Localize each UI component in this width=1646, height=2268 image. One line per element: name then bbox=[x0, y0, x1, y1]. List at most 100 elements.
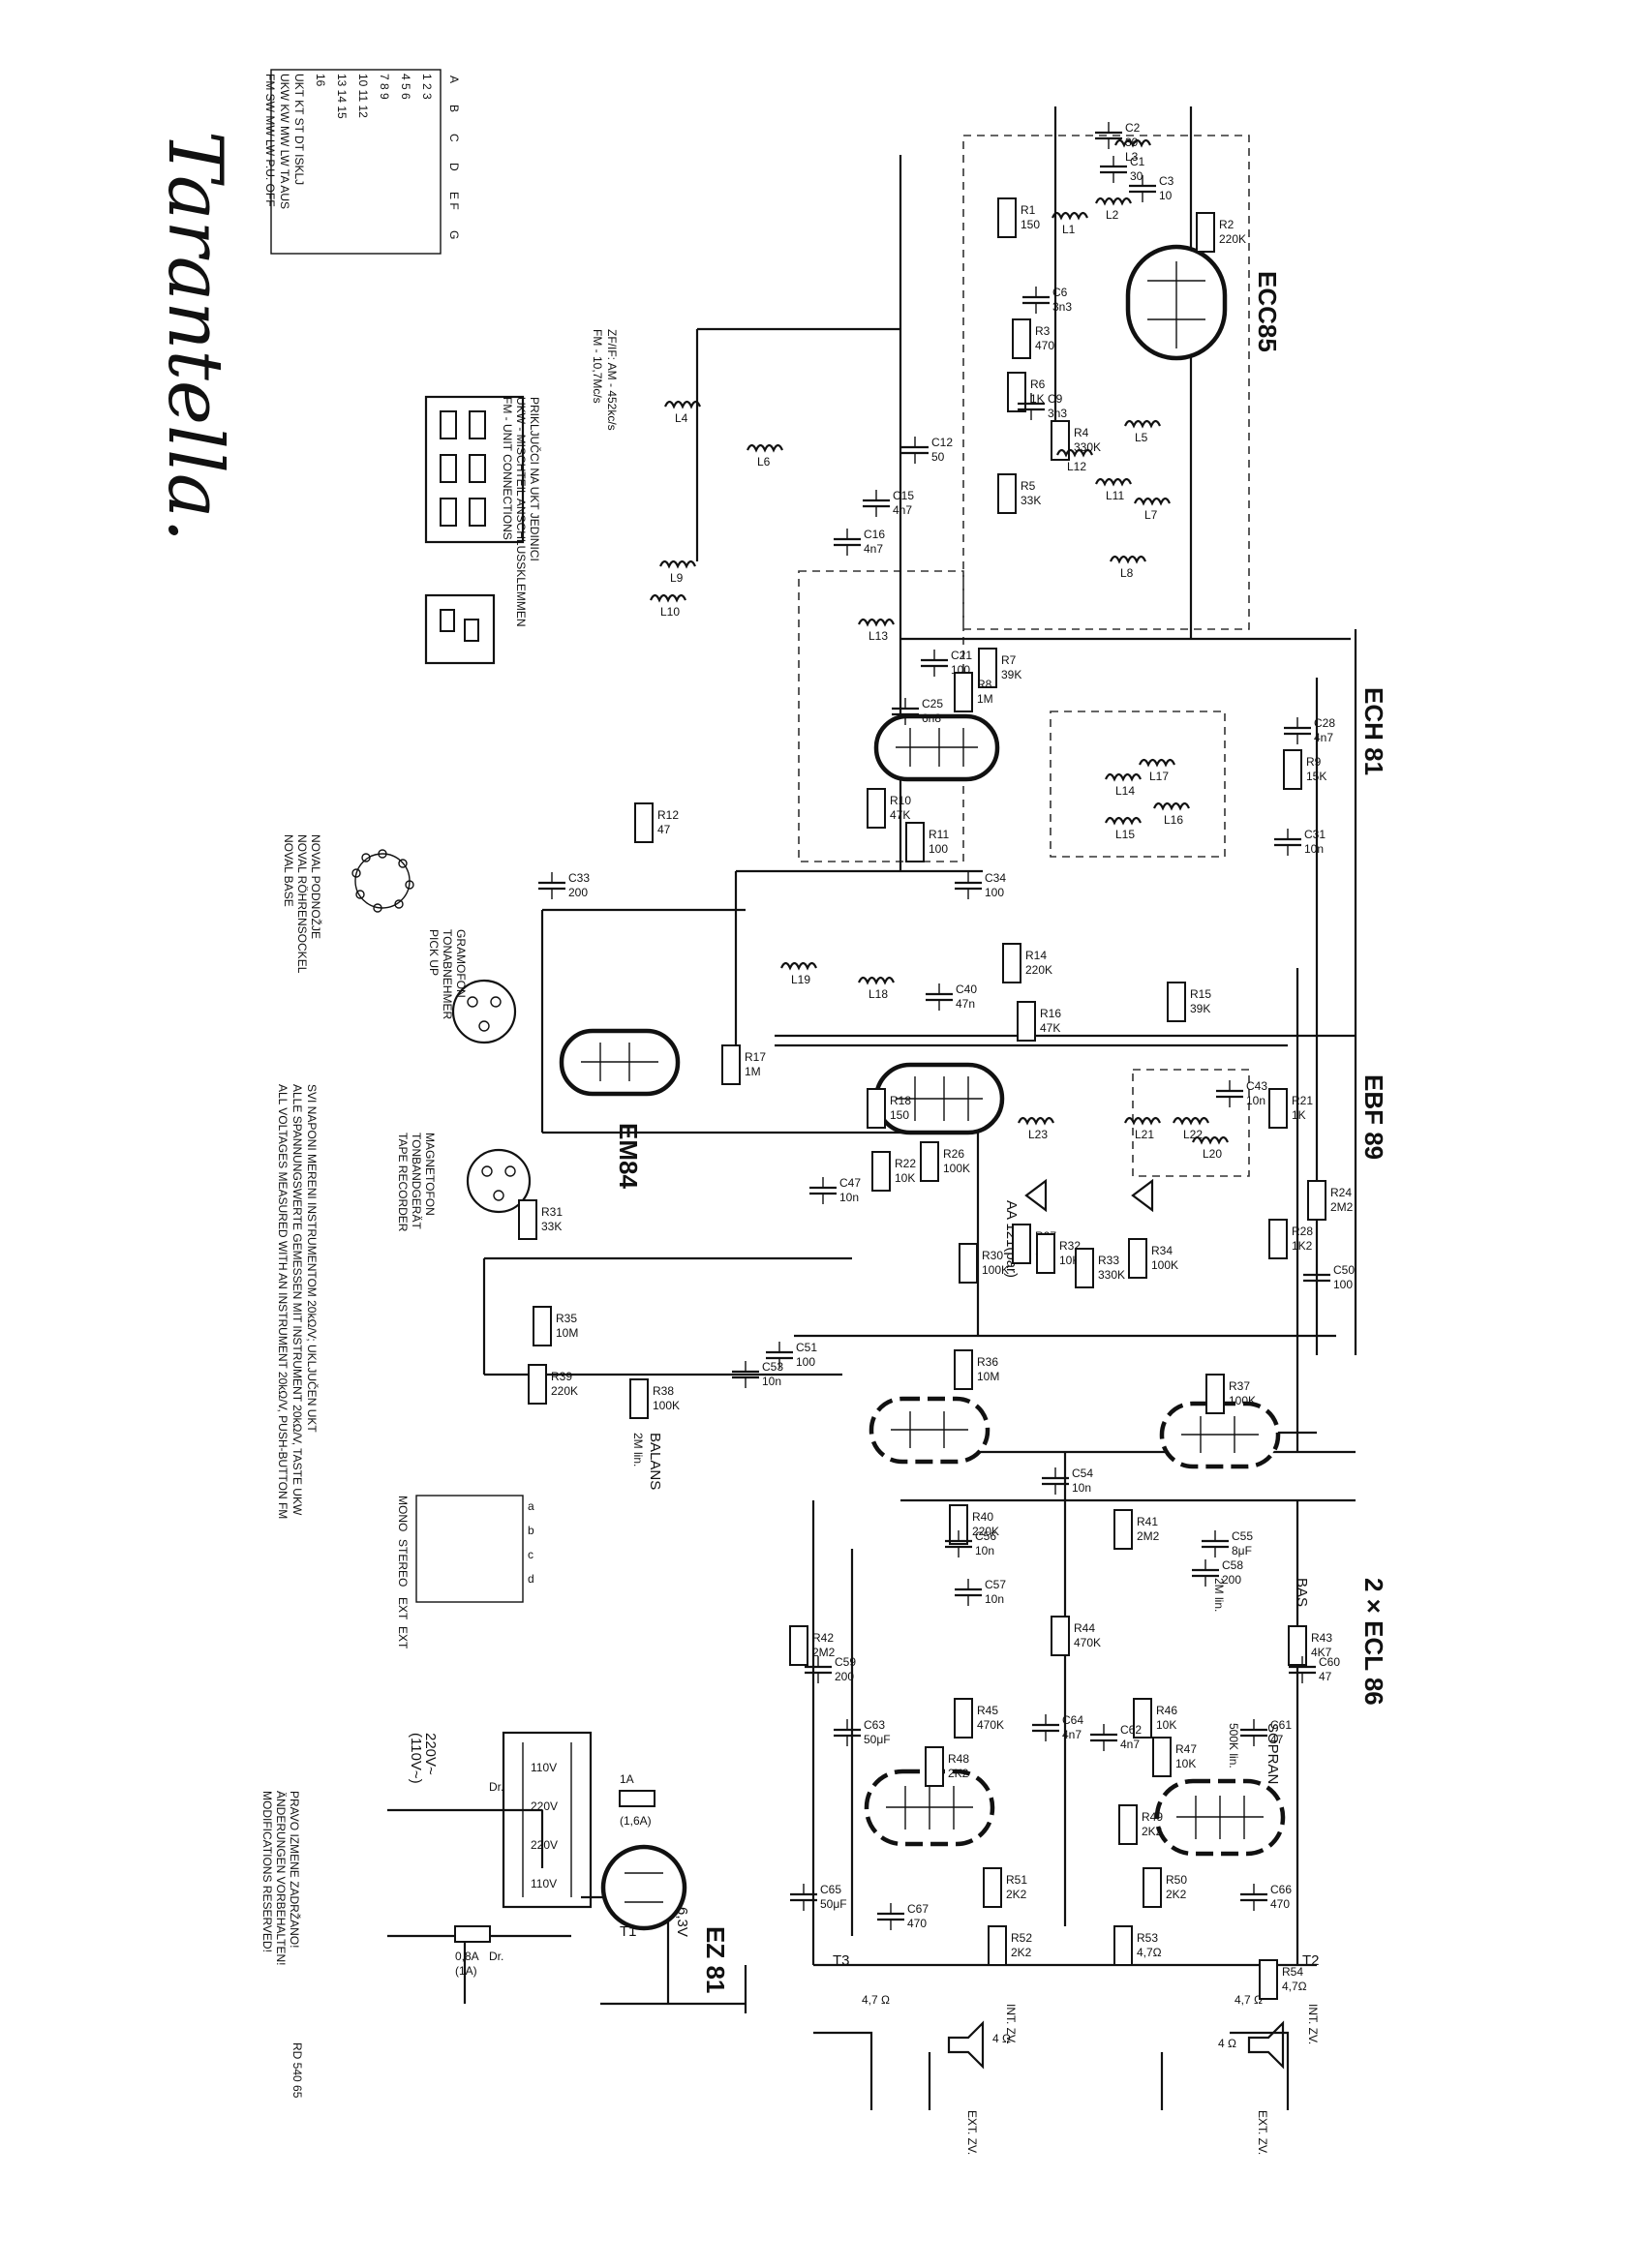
treble-pot-value: 500K lin. bbox=[1227, 1723, 1240, 1769]
svg-text:b: b bbox=[528, 1524, 534, 1537]
coil-ref: L8 bbox=[1120, 566, 1134, 580]
resistor-ref: R11 bbox=[929, 828, 949, 841]
svg-text:PRAVO IZMENE ZADRŽANO!: PRAVO IZMENE ZADRŽANO! bbox=[288, 1791, 302, 1948]
resistor-value: 1M bbox=[977, 692, 993, 706]
capacitor-value: 10n bbox=[762, 1375, 781, 1388]
tube-ech81-label: ECH 81 bbox=[1359, 687, 1388, 775]
resistor-ref: R52 bbox=[1011, 1931, 1032, 1945]
switch-bands-2: UKW KW MW LW TA AUS bbox=[278, 74, 291, 209]
svg-text:c: c bbox=[528, 1548, 533, 1561]
svg-text:T2: T2 bbox=[1302, 1952, 1320, 1969]
coil-l21: L21 bbox=[1123, 1116, 1162, 1141]
svg-text:ÄNDERUNGEN VORBEHALTEN!: ÄNDERUNGEN VORBEHALTEN! bbox=[274, 1791, 288, 1965]
reserve-note: PRAVO IZMENE ZADRŽANO! ÄNDERUNGEN VORBEH… bbox=[260, 1791, 302, 1965]
svg-text:4 Ω: 4 Ω bbox=[1218, 2037, 1236, 2050]
noval-base-diagram bbox=[351, 849, 414, 913]
svg-text:ALL VOLTAGES MEASURED WITH AN: ALL VOLTAGES MEASURED WITH AN INSTRUMENT… bbox=[276, 1084, 290, 1519]
capacitor-value: 10n bbox=[1304, 842, 1324, 856]
capacitor-ref: C6 bbox=[1052, 286, 1068, 299]
document-code: RD 540 65 bbox=[290, 2042, 304, 2099]
resistor-value: 330K bbox=[1098, 1268, 1125, 1282]
resistor-ref: R30 bbox=[982, 1249, 1003, 1262]
resistor-value: 2K2 bbox=[1142, 1825, 1163, 1838]
mains-voltage: 220V~ bbox=[422, 1733, 439, 1775]
resistor-value: 220K bbox=[551, 1384, 578, 1398]
fuse-mains bbox=[454, 1925, 491, 1943]
resistor-ref: R44 bbox=[1074, 1621, 1095, 1635]
resistor-ref: R42 bbox=[812, 1631, 834, 1645]
tube-em84-label: EM84 bbox=[614, 1123, 643, 1189]
resistor-value: 2K2 bbox=[1006, 1888, 1027, 1901]
treble-label: SOPRAN bbox=[1265, 1723, 1281, 1784]
resistor-value: 1M bbox=[745, 1065, 761, 1078]
fm-tuner-shield bbox=[962, 135, 1250, 630]
svg-text:220V: 220V bbox=[531, 1799, 558, 1813]
coil-ref: L17 bbox=[1149, 770, 1169, 783]
capacitor-ref: C59 bbox=[835, 1655, 856, 1669]
noval-note: NOVAL PODNOŽJE NOVAL RÖHRENSOCKEL NOVAL … bbox=[282, 834, 323, 974]
resistor-value: 100 bbox=[929, 842, 948, 856]
svg-text:MAGNETOFON: MAGNETOFON bbox=[423, 1133, 437, 1216]
capacitor-value: 10n bbox=[1072, 1481, 1091, 1495]
switch-col-b: B bbox=[447, 105, 461, 112]
svg-text:GRAMOFON: GRAMOFON bbox=[454, 929, 468, 998]
resistor-ref: R48 bbox=[948, 1752, 969, 1766]
resistor-ref: R37 bbox=[1229, 1379, 1250, 1393]
capacitor-value: 47 bbox=[1270, 1733, 1284, 1746]
resistor-ref: R38 bbox=[653, 1384, 674, 1398]
switch-row: 10 11 12 bbox=[356, 74, 370, 118]
coil-ref: L7 bbox=[1144, 508, 1158, 522]
resistor-ref: R24 bbox=[1330, 1186, 1352, 1199]
coil-l15: L15 bbox=[1104, 816, 1143, 841]
svg-text:(1,6A): (1,6A) bbox=[620, 1814, 652, 1828]
svg-text:ZF/IF: AM - 452kc/s: ZF/IF: AM - 452kc/s bbox=[605, 329, 619, 431]
coil-ref: L3 bbox=[1125, 150, 1139, 164]
resistor-value: 10M bbox=[556, 1326, 578, 1340]
switch-bands-1: UKT KT ST DT ISKLJ bbox=[292, 74, 306, 185]
capacitor-value: 4n7 bbox=[1314, 731, 1333, 744]
resistor-ref: R40 bbox=[972, 1510, 993, 1524]
svg-text:4 Ω: 4 Ω bbox=[992, 2032, 1011, 2045]
svg-text:EXT: EXT bbox=[396, 1597, 410, 1620]
resistor-ref: R45 bbox=[977, 1704, 998, 1717]
resistor-value: 47K bbox=[890, 808, 910, 822]
speaker-right: 4 Ω INT. ZV. EXT. ZV. 4,7 Ω T2 bbox=[1218, 1952, 1320, 2155]
coil-l5: L5 bbox=[1123, 419, 1162, 444]
coil-ref: L15 bbox=[1115, 828, 1135, 841]
capacitor-value: 8μF bbox=[1232, 1544, 1252, 1557]
resistor-value: 15K bbox=[1306, 770, 1326, 783]
tape-socket bbox=[466, 1148, 532, 1214]
resistor-value: 1K2 bbox=[1292, 1239, 1313, 1253]
svg-text:4,7 Ω: 4,7 Ω bbox=[1234, 1993, 1263, 2007]
coil-layer: L1L2L3L4L5L6L7L8L9L10L11L12L13L14L15L16L… bbox=[649, 138, 1230, 1161]
pickup-label: GRAMOFON TONABNEHMER PICK UP bbox=[427, 929, 468, 1019]
coil-l18: L18 bbox=[857, 976, 896, 1001]
speaker-left: 4 Ω INT. ZV. EXT. ZV. 4,7 Ω T3 bbox=[833, 1952, 1018, 2155]
coil-l1: L1 bbox=[1051, 211, 1089, 236]
switch-col-c: C bbox=[447, 134, 461, 142]
switch-col-d: D bbox=[447, 163, 461, 171]
switch-row: 16 bbox=[314, 74, 327, 87]
